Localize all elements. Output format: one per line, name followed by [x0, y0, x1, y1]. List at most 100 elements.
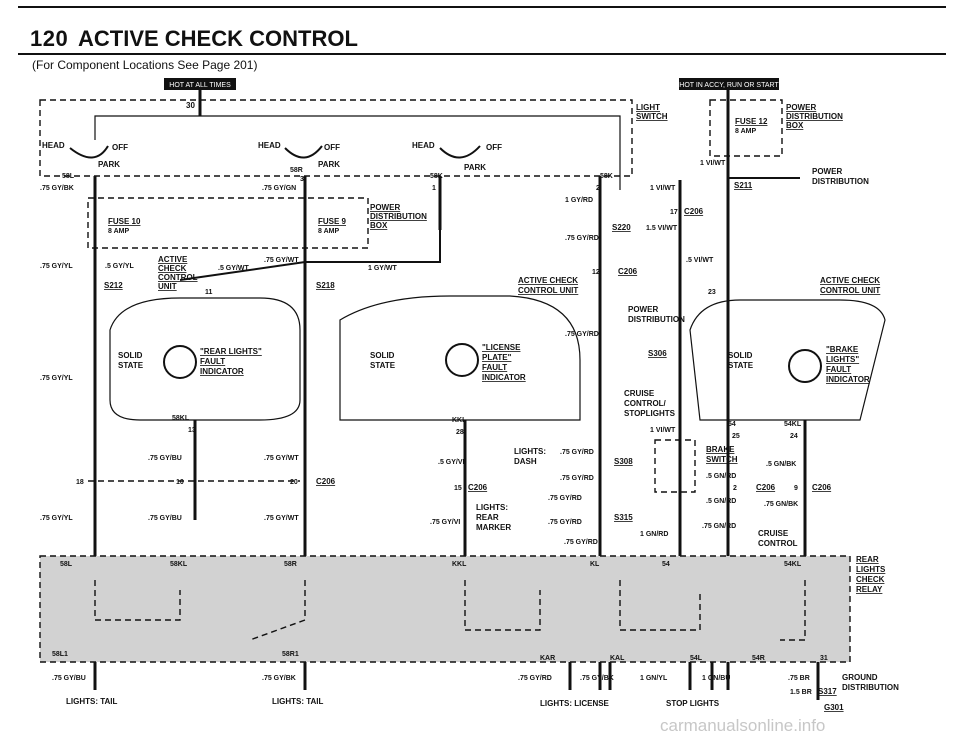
terminal-30: 30	[186, 101, 195, 110]
wire-label-75br: .75 BR	[788, 675, 810, 682]
pin-12: 12	[592, 269, 600, 276]
pin-23: 23	[708, 289, 716, 296]
pin-54l: 54L	[690, 655, 703, 662]
lights-tail-1: LIGHTS: TAIL	[66, 697, 118, 706]
splice-s317: S317	[818, 687, 837, 696]
rear-lights-3: INDICATOR	[200, 367, 244, 376]
lights-rear-3: MARKER	[476, 523, 511, 532]
relay-contact-3	[464, 580, 541, 631]
hot-accy-banner	[679, 78, 779, 90]
conn-c206-4: C206	[756, 483, 776, 492]
pin-58l1: 58L1	[52, 651, 68, 658]
cruise-ctrl-2: CONTROL	[758, 539, 798, 548]
brake-3: FAULT	[826, 365, 851, 374]
pin-54b: 54	[662, 561, 670, 568]
wire-label-gybk: .75 GY/BK	[40, 185, 74, 192]
conn-c206-6: C206	[468, 483, 488, 492]
unit-left-outline	[109, 297, 301, 421]
lights-dash-1: LIGHTS:	[514, 447, 546, 456]
pin-24: 24	[790, 433, 798, 440]
lights-rear-2: REAR	[476, 513, 499, 522]
park-label-2: PARK	[318, 160, 340, 169]
wire-label-1gywt: 1 GY/WT	[368, 265, 398, 272]
fuse-box-right	[709, 99, 783, 157]
park-label-1: PARK	[98, 160, 120, 169]
solid-state-1: SOLID	[118, 351, 143, 360]
power-dist-r2: DISTRIBUTION	[812, 177, 869, 186]
park-label-3: PARK	[464, 163, 486, 172]
wire-label-15br: 1.5 BR	[790, 689, 812, 696]
wire-label-gybu: .75 GY/BU	[148, 455, 182, 462]
wire-label-1gnrd: 1 GN/RD	[640, 531, 668, 538]
ground-dist-2: DISTRIBUTION	[842, 683, 899, 692]
relay-contact-5	[780, 580, 806, 641]
pin-13: 13	[188, 427, 196, 434]
splice-s218: S218	[316, 281, 335, 290]
pin-58r1: 58R1	[282, 651, 299, 658]
fuse10-label: FUSE 10	[108, 217, 141, 226]
solid-state-3b: STATE	[728, 361, 754, 370]
fuse-box-left	[87, 197, 369, 249]
brake-switch-1: BRAKE	[706, 445, 735, 454]
unit-mid-outline	[339, 295, 581, 421]
cruise-1: CRUISE	[624, 389, 655, 398]
ground-dist-1: GROUND	[842, 673, 878, 682]
stop-lights: STOP LIGHTS	[666, 699, 720, 708]
off-label-2: OFF	[324, 143, 340, 152]
pin-2: 2	[733, 485, 737, 492]
power-box-r3: BOX	[786, 121, 804, 130]
head-label-1: HEAD	[42, 141, 65, 150]
wire-label-75gyvi: .75 GY/VI	[430, 519, 460, 526]
rear-lights-1: "REAR LIGHTS"	[200, 347, 262, 356]
power-dist-m1: POWER	[628, 305, 658, 314]
wire-label-5viwt: .5 VI/WT	[686, 257, 714, 264]
wire-label-5gnrd-2: .5 GN/RD	[706, 498, 736, 505]
switch-contact-left: HEAD OFF PARK 58L	[42, 141, 128, 180]
conn-c206-2: C206	[684, 207, 704, 216]
switch-contact-right: HEAD OFF PARK 58K 58K 2 1	[412, 141, 613, 192]
wire-label-gyrd-6: .75 GY/RD	[548, 519, 582, 526]
relay-contact-4	[619, 580, 701, 631]
relay-box	[40, 556, 850, 662]
acc-mid-1: ACTIVE CHECK	[518, 276, 578, 285]
pin-54r: 54R	[752, 655, 765, 662]
splice-s212: S212	[104, 281, 123, 290]
hot-all-banner	[164, 78, 236, 90]
wire-label-gyyl: .75 GY/YL	[40, 263, 73, 270]
wire-label-gyrd-2: .75 GY/RD	[565, 331, 599, 338]
wire-label-gyrd-8: .75 GY/RD	[518, 675, 552, 682]
wire-label-5gyyl: .5 GY/YL	[105, 263, 135, 270]
pin-10: 10	[176, 479, 184, 486]
pin-58kl-2: 58KL	[170, 561, 188, 568]
t3-label: 3	[300, 176, 304, 183]
hot-all-text: HOT AT ALL TIMES	[169, 82, 231, 89]
wire-label-gywt-3: .75 GY/WT	[264, 515, 299, 522]
rear-lights-2: FAULT	[200, 357, 225, 366]
pin-25: 25	[732, 433, 740, 440]
page-title: ACTIVE CHECK CONTROL	[78, 26, 358, 51]
pin-kkl-2: KKL	[452, 561, 467, 568]
relay-box-border	[39, 555, 851, 663]
light-switch-box	[39, 99, 633, 177]
wire-label-viwt-1: 1 VI/WT	[700, 160, 726, 167]
license-4: INDICATOR	[482, 373, 526, 382]
splice-s211: S211	[734, 181, 753, 190]
license-1: "LICENSE	[482, 343, 521, 352]
wire-label-5gyvi: .5 GY/VI	[438, 459, 465, 466]
splice-s315: S315	[614, 513, 633, 522]
wire-label-gyrd-7: .75 GY/RD	[564, 539, 598, 546]
power-box-label-3: BOX	[370, 221, 388, 230]
brake-2: LIGHTS"	[826, 355, 859, 364]
brake-4: INDICATOR	[826, 375, 870, 384]
pin-58l: 58L	[60, 561, 73, 568]
switch-bus	[94, 115, 621, 190]
indicator-lamp-mid	[445, 343, 479, 377]
off-label-1: OFF	[112, 143, 128, 152]
relay-contact-2	[249, 580, 306, 641]
brake-1: "BRAKE	[826, 345, 859, 354]
wire-label-gnyl: 1 GN/YL	[640, 675, 668, 682]
t1-label: 1	[432, 185, 436, 192]
wire-label-gygn: .75 GY/GN	[262, 185, 296, 192]
relay-2: LIGHTS	[856, 565, 886, 574]
off-label-3: OFF	[486, 143, 502, 152]
